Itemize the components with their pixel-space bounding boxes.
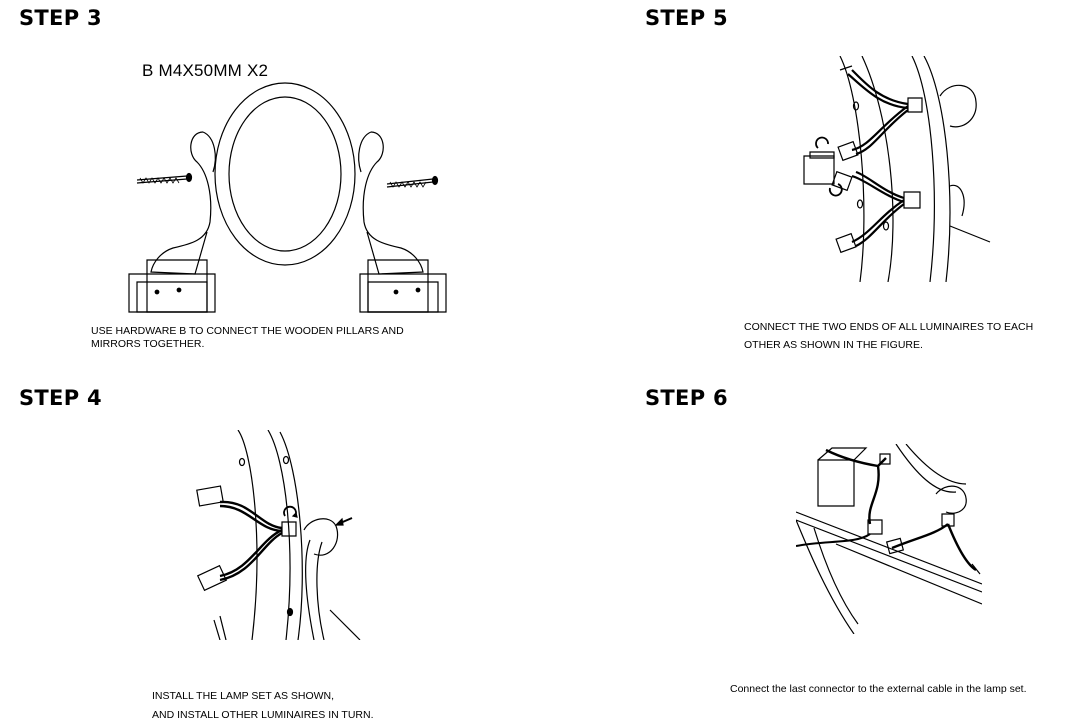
hardware-label: B M4X50MM X2: [142, 61, 269, 80]
step-3-caption-line-2: MIRRORS TOGETHER.: [91, 338, 205, 350]
mirror-frame-outer: [215, 83, 355, 265]
step-5-caption-line-1: CONNECT THE TWO ENDS OF ALL LUMINAIRES T…: [744, 321, 1034, 333]
mirror-assembly-illustration: [125, 82, 450, 314]
step-3-title: STEP 3: [19, 6, 102, 30]
step-4-caption: INSTALL THE LAMP SET AS SHOWN, AND INSTA…: [152, 687, 374, 725]
step-4-title: STEP 4: [19, 386, 102, 410]
step-5-title: STEP 5: [645, 6, 728, 30]
step-4-caption-line-2: AND INSTALL OTHER LUMINAIRES IN TURN.: [152, 709, 374, 721]
step-4-caption-line-1: INSTALL THE LAMP SET AS SHOWN,: [152, 690, 335, 702]
mirror-glass: [229, 97, 341, 251]
step-5-caption-line-2: OTHER AS SHOWN IN THE FIGURE.: [744, 339, 923, 351]
external-cable-illustration: [796, 444, 982, 634]
step-5-caption: CONNECT THE TWO ENDS OF ALL LUMINAIRES T…: [744, 318, 1033, 354]
step-3-caption: USE HARDWARE B TO CONNECT THE WOODEN PIL…: [91, 325, 404, 351]
step-6-caption: Connect the last connector to the extern…: [730, 683, 1027, 696]
step-6-caption-line-1: Connect the last connector to the extern…: [730, 683, 1027, 695]
step-3-caption-line-1: USE HARDWARE B TO CONNECT THE WOODEN PIL…: [91, 325, 404, 337]
luminaire-connection-illustration: [800, 56, 995, 282]
step-6-title: STEP 6: [645, 386, 728, 410]
lamp-installation-illustration: [190, 430, 370, 640]
